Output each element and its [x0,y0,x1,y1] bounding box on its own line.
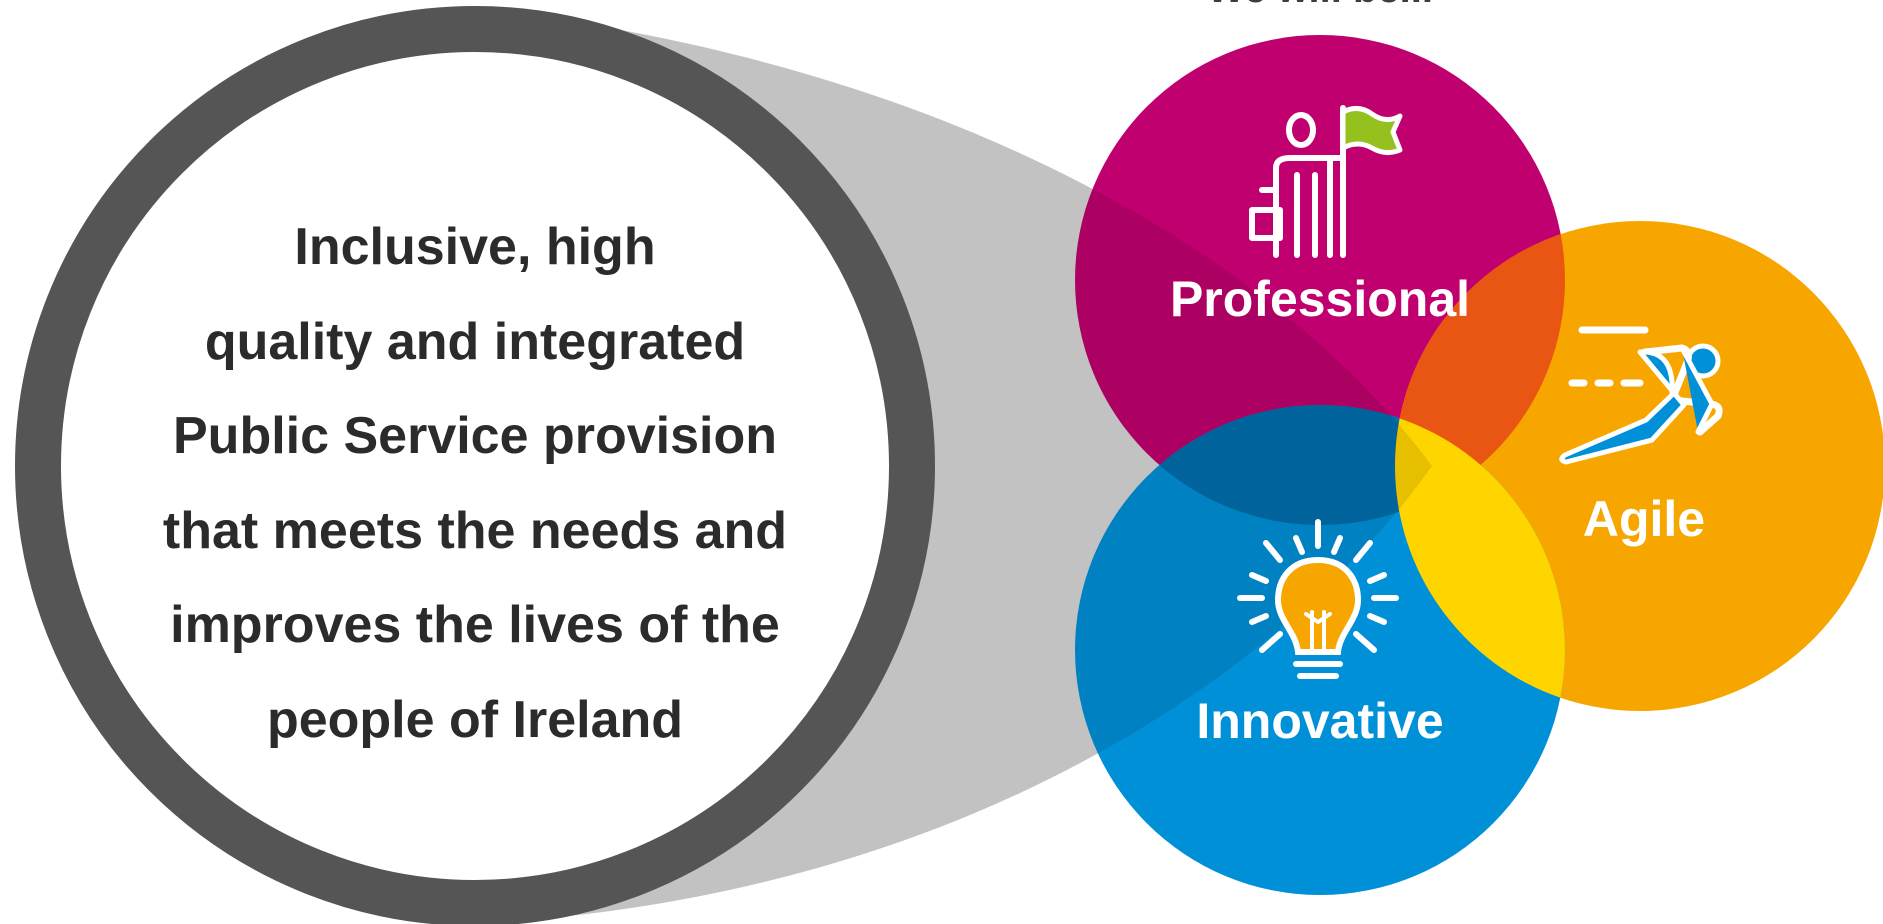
value-label-agile: Agile [1583,491,1705,547]
running-person-icon [1559,326,1723,465]
vision-circle [15,6,935,924]
lightbulb-icon [1237,519,1399,679]
vision-statement: Inclusive, high quality and integrated P… [162,218,788,749]
person-with-flag-icon [1249,105,1403,258]
diagram-heading: We will be... [1207,0,1433,11]
value-label-professional: Professional [1170,271,1470,327]
value-label-innovative: Innovative [1196,693,1443,749]
